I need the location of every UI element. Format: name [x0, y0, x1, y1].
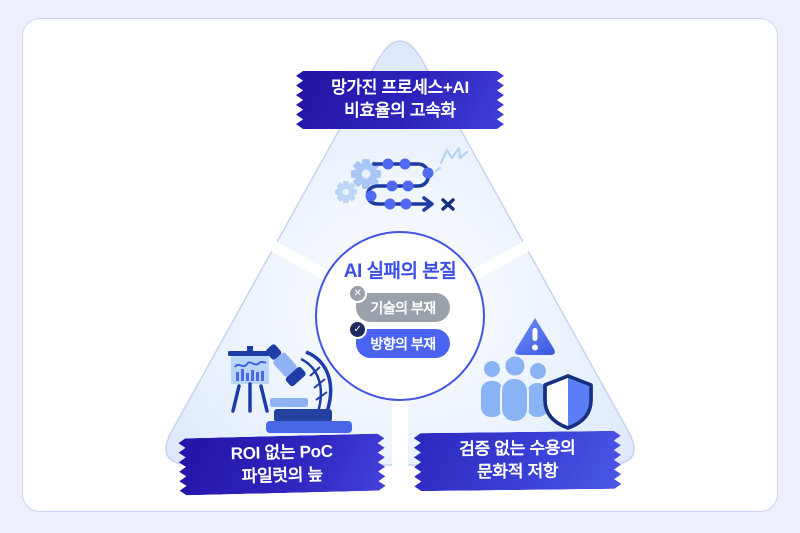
option-label-technology: 기술의 부재	[370, 299, 436, 316]
x-mark-icon	[441, 198, 455, 211]
center-title: AI 실패의 본질	[343, 261, 457, 282]
process-steps-dots	[365, 158, 434, 210]
option-pill-technology: ✕ 기술의 부재	[348, 284, 450, 322]
people-group-icon	[479, 354, 550, 423]
ribbon-top: 망가진 프로세스+AI 비효율의 고속화	[296, 71, 504, 129]
ribbon-bottom-right-line2: 문화적 저항	[476, 461, 559, 482]
crash-spark-icon	[434, 146, 468, 173]
shield-icon	[543, 374, 593, 430]
ribbon-bottom-left-line2: 파일럿의 늪	[241, 464, 324, 486]
check-badge-glyph: ✓	[353, 324, 362, 335]
x-badge-icon: ✕	[348, 284, 367, 303]
ribbon-bottom-right: 검증 없는 수용의 문화적 저항	[414, 431, 622, 492]
ribbon-top-line2: 비효율의 고속화	[344, 101, 456, 120]
x-badge-glyph: ✕	[353, 288, 362, 299]
gear-small-icon	[335, 181, 357, 203]
warning-triangle-icon	[515, 318, 555, 355]
people-warning-shield-icon	[479, 318, 593, 430]
option-pill-direction: ✓ 방향의 부재	[348, 320, 450, 358]
easel-chart-icon	[228, 346, 272, 413]
ribbon-top-line1: 망가진 프로세스+AI	[331, 78, 469, 98]
option-label-direction: 방향의 부재	[370, 335, 436, 352]
ribbon-bottom-right-line1: 검증 없는 수용의	[459, 438, 576, 459]
gear-icon	[351, 159, 381, 189]
poc-microscope-chart-icon	[228, 344, 352, 433]
ribbon-bottom-left-line1: ROI 없는 PoC	[230, 441, 333, 463]
broken-process-flow-icon	[335, 146, 468, 212]
winding-path	[365, 162, 433, 206]
ribbon-bottom-left: ROI 없는 PoC 파일럿의 늪	[178, 433, 385, 495]
check-badge-icon: ✓	[348, 320, 367, 339]
microscope-icon	[266, 344, 352, 433]
arrowhead-icon	[422, 196, 434, 212]
